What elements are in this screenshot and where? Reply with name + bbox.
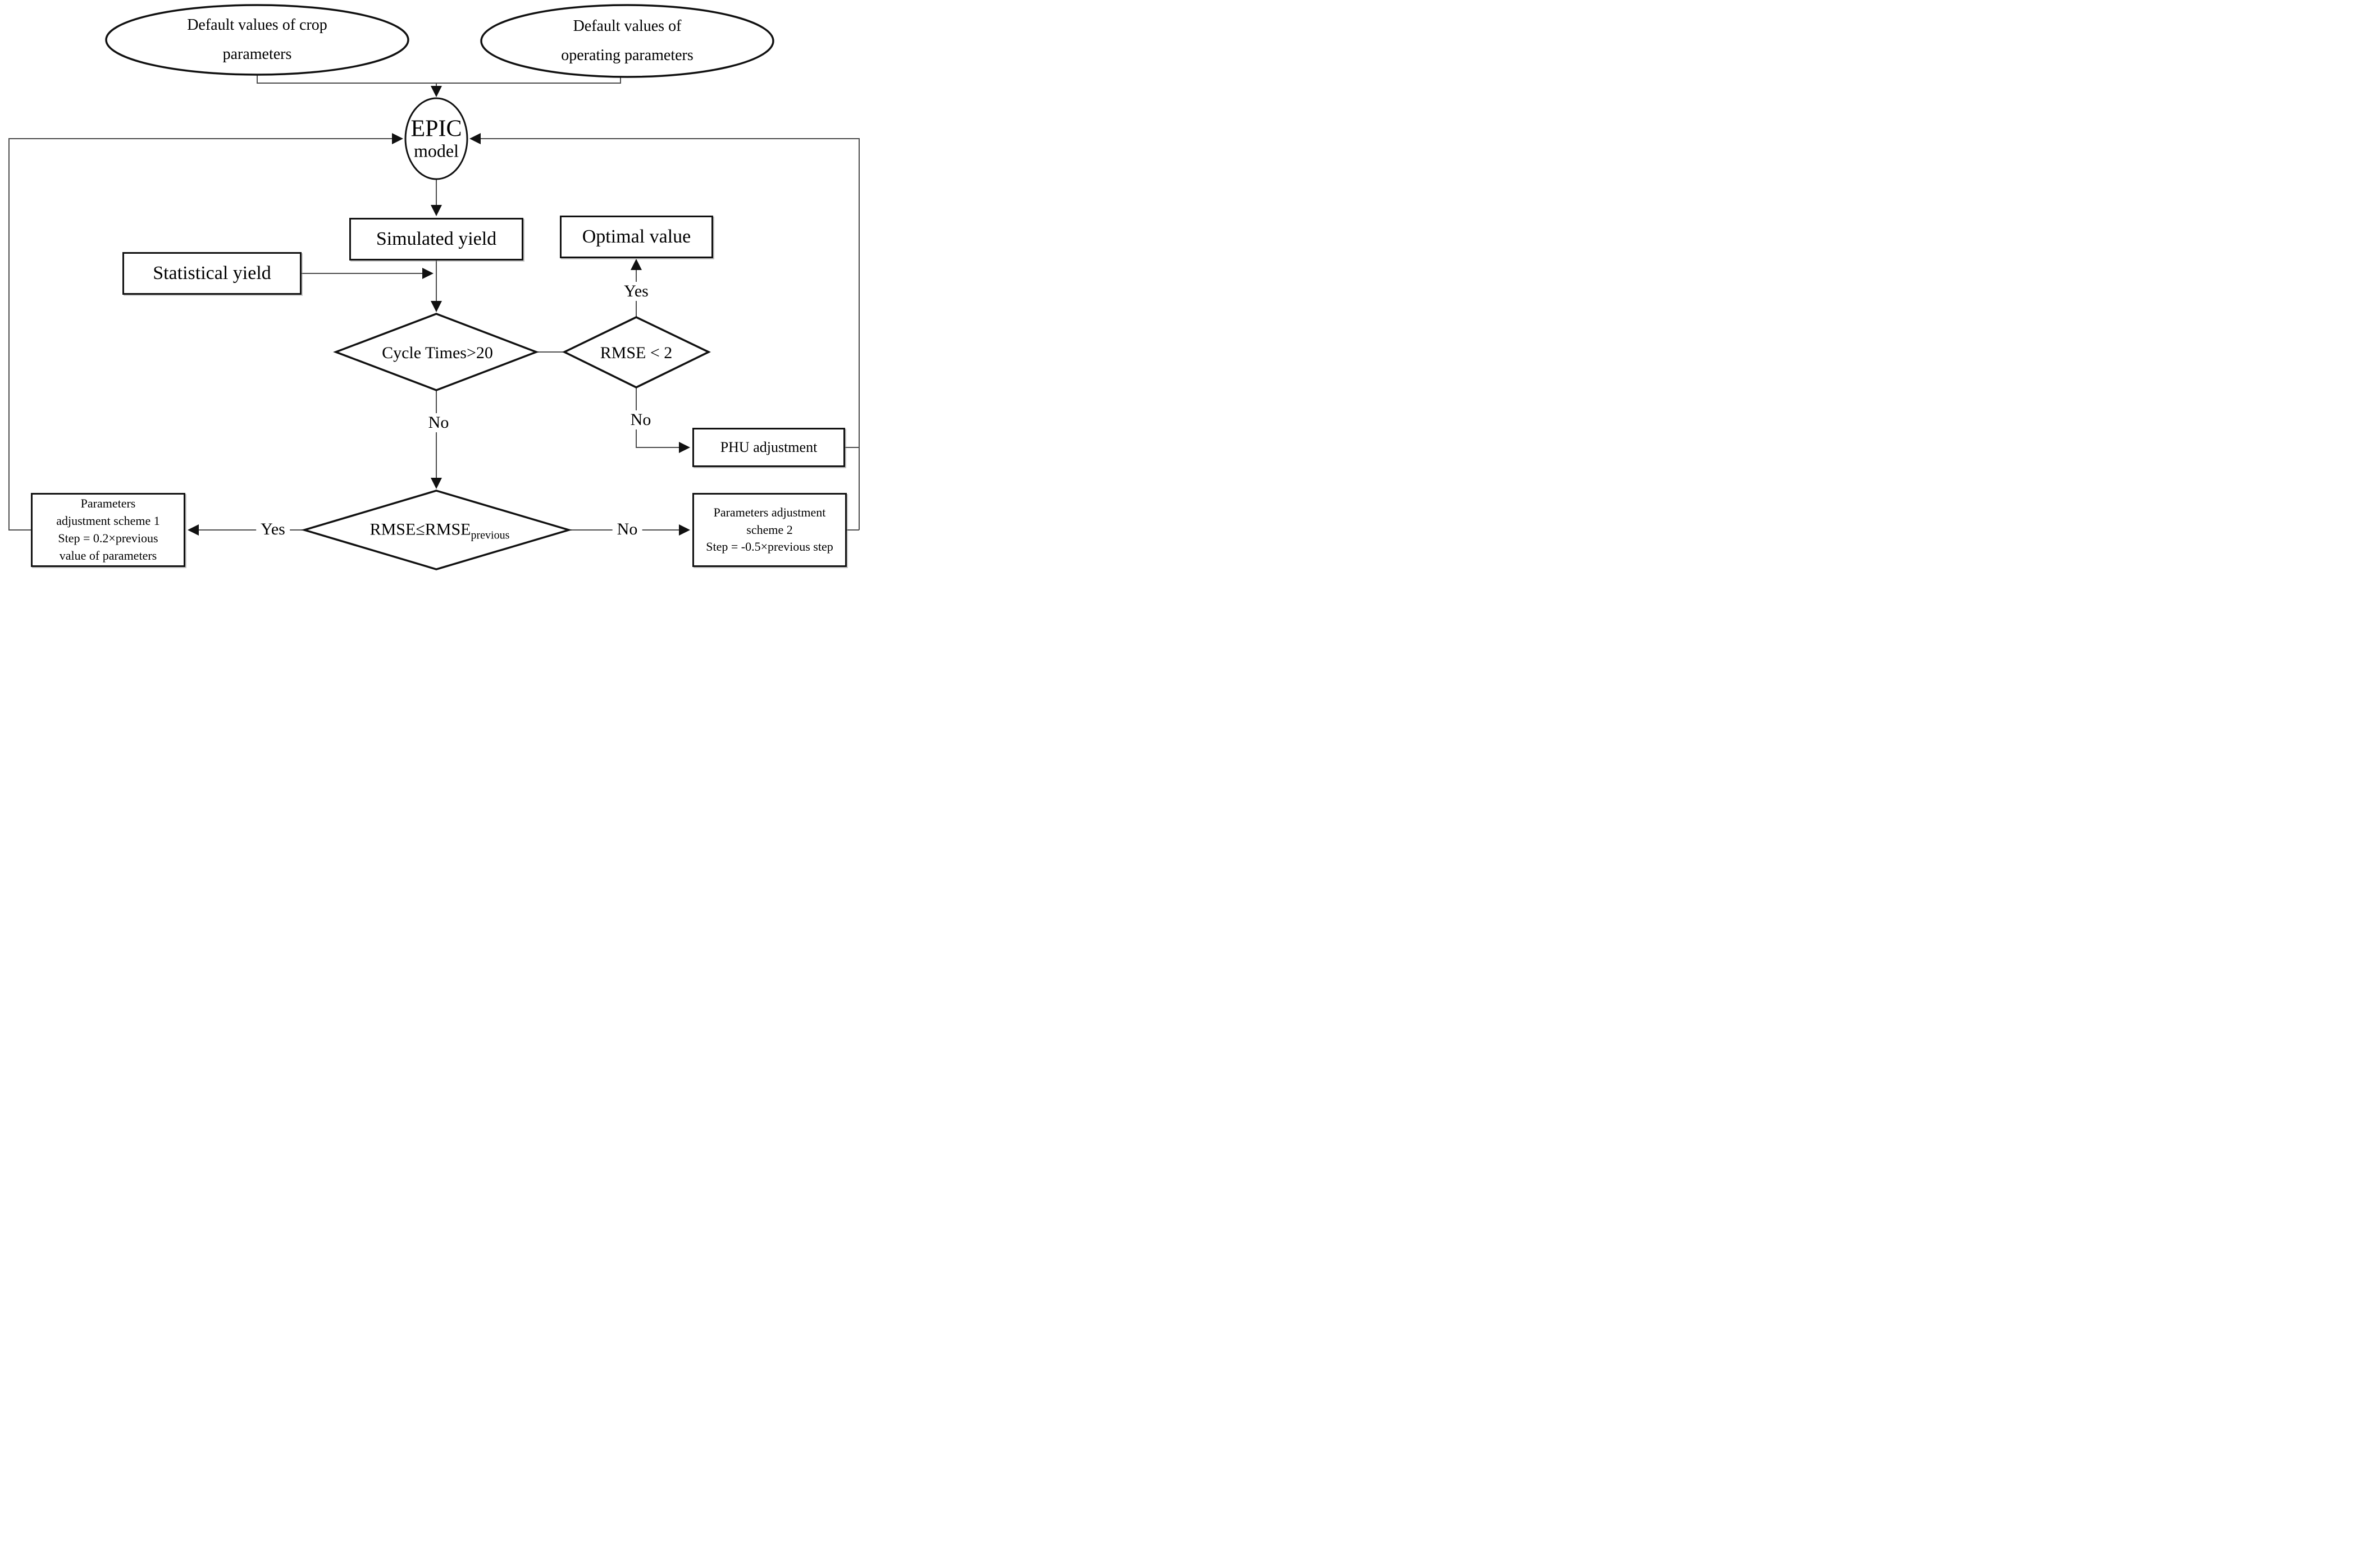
ellipse-operating-defaults [480,4,774,78]
edge-label-no-scheme2: No [612,520,642,539]
scheme1-text: Parameters adjustment scheme 1 Step = 0.… [56,495,160,564]
edge-scheme1-loop-to-epic-arrow [8,133,403,531]
node-phu-adjustment: PHU adjustment [692,428,845,467]
scheme2-line3: Step = -0.5×previous step [706,540,833,554]
edge-label-yes-optimal: Yes [619,282,653,301]
diamond-rmse-previous [300,490,573,570]
node-scheme2: Parameters adjustment scheme 2 Step = -0… [692,493,847,567]
edge-label-no-cycle: No [423,413,454,432]
node-scheme1: Parameters adjustment scheme 1 Step = 0.… [31,493,185,567]
scheme1-line4: value of parameters [59,548,157,563]
node-simulated-yield: Simulated yield [349,218,523,260]
edge-label-no-phu: No [626,410,656,429]
scheme1-line2: adjustment scheme 1 [56,514,160,528]
statistical-yield-label: Statistical yield [153,263,271,284]
node-optimal-value: Optimal value [560,216,713,258]
flowchart-canvas: Default values of crop parameters Defaul… [0,0,870,574]
scheme2-text: Parameters adjustment scheme 2 Step = -0… [706,504,833,556]
edge-right-bus-to-epic-arrow [469,133,860,530]
diamond-cycle-times [333,313,539,391]
scheme1-line1: Parameters [80,496,136,511]
scheme1-line3: Step = 0.2×previous [58,531,158,545]
scheme2-line2: scheme 2 [746,522,793,537]
diamond-rmse-lt-2 [562,316,711,388]
node-statistical-yield: Statistical yield [122,252,302,295]
ellipse-crop-defaults [105,4,409,76]
scheme2-line1: Parameters adjustment [713,505,826,519]
simulated-yield-label: Simulated yield [376,228,497,250]
edge-rmse2-no-to-phu-arrow [636,387,690,453]
optimal-value-label: Optimal value [582,226,691,248]
connector-layer [8,4,860,570]
phu-adjustment-label: PHU adjustment [720,439,818,456]
edge-label-yes-scheme1: Yes [256,520,290,539]
circle-epic-model [404,97,468,180]
